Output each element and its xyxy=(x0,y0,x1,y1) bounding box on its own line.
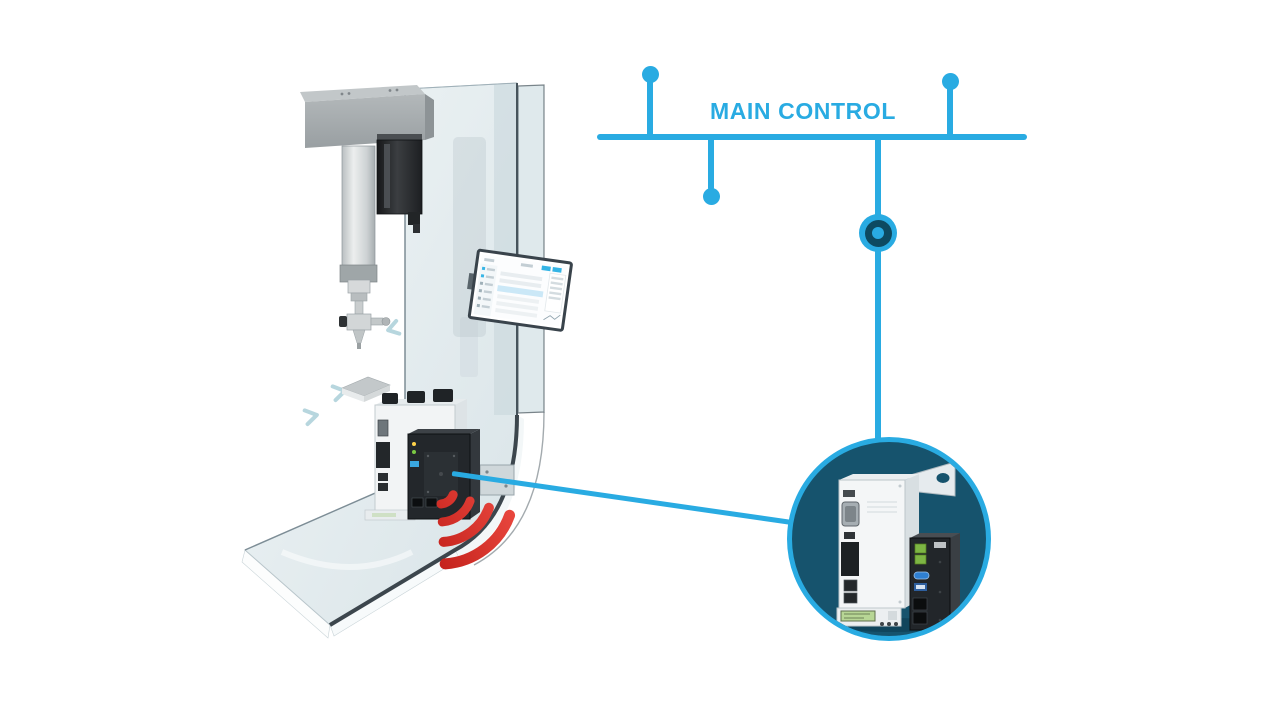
bus-node-dot xyxy=(703,188,720,205)
main-control-label: MAIN CONTROL xyxy=(709,98,897,124)
inset-controller xyxy=(909,533,960,631)
wifi-signal-icon xyxy=(436,490,516,570)
ethernet-port xyxy=(912,597,928,611)
bus-branch-line xyxy=(708,137,714,191)
status-led-yellow xyxy=(412,442,416,446)
base-front-edge xyxy=(328,414,519,627)
ring-node-core xyxy=(872,227,884,239)
press-machine-illustration xyxy=(241,82,573,639)
bus-node-dot xyxy=(642,66,659,83)
status-led-green xyxy=(412,450,416,454)
hmi-monitor xyxy=(467,248,573,332)
workpiece-plate xyxy=(341,376,391,402)
inset-servo-drive xyxy=(836,474,919,627)
servo-motor xyxy=(376,134,423,233)
monitor-ui xyxy=(473,257,567,321)
inset-devices-illustration xyxy=(834,461,960,632)
drive-controller-inset-circle xyxy=(787,437,991,641)
main-control-bus-line xyxy=(597,134,1027,140)
hdmi-port xyxy=(913,571,930,580)
bus-node-dot xyxy=(942,73,959,90)
network-ring-node-icon xyxy=(859,214,897,252)
actuator-cylinder xyxy=(339,145,378,283)
bus-branch-line xyxy=(647,76,653,138)
ethernet-port xyxy=(912,611,928,625)
green-terminal xyxy=(914,554,927,565)
press-tool xyxy=(339,279,391,349)
port-blue xyxy=(410,461,419,467)
green-terminal xyxy=(914,543,927,554)
ring-node-inner xyxy=(864,219,892,247)
bus-drop-line xyxy=(875,138,881,440)
inset-drive-display xyxy=(836,607,902,627)
bus-branch-line xyxy=(947,82,953,138)
